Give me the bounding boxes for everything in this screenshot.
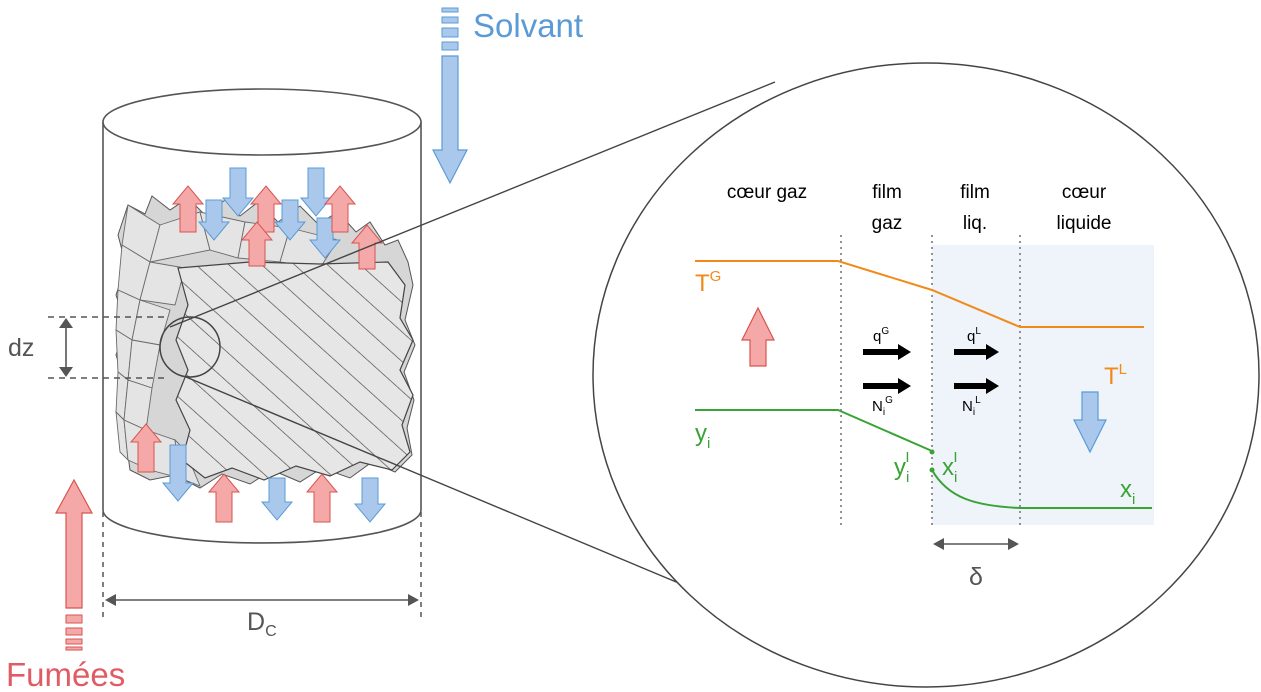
dz-dimension (48, 316, 168, 379)
zone-gas-film-2: gaz (872, 213, 903, 234)
liquid-down-arrow (161, 444, 195, 502)
gas-composition-profile (695, 409, 933, 452)
qL-label: qL (967, 326, 981, 345)
liquid-down-arrow (260, 477, 294, 521)
dz-label: dz (8, 334, 34, 362)
NG-arrow (863, 378, 911, 394)
gas-up-arrow (129, 423, 163, 473)
interface-point-gas (929, 449, 935, 455)
zone-gas-film-1: film (872, 182, 902, 203)
yi-label: yi (695, 420, 710, 452)
liquid-down-arrow (221, 167, 255, 217)
packing-flow-arrows (129, 167, 387, 523)
zone-liq-film-1: film (960, 182, 990, 203)
TL-label: TL (1104, 361, 1127, 390)
delta-dimension (933, 538, 1019, 550)
gas-flow-up-arrow (741, 306, 775, 367)
gas-up-arrow (305, 473, 339, 523)
liquid-down-arrow (299, 167, 333, 217)
gas-up-arrow (207, 473, 241, 523)
yiI-label: yiI (894, 449, 910, 486)
column-bottom-arc (102, 509, 422, 544)
diameter-label: DC (247, 608, 277, 640)
NL-arrow (954, 378, 999, 394)
TG-label: TG (695, 268, 721, 297)
zone-liq-bulk-1: cœur (1062, 182, 1107, 203)
gas-up-arrow (171, 185, 205, 233)
zone-gas-bulk: cœur gaz (727, 182, 807, 203)
zoom-source-circle (159, 316, 221, 378)
gas-up-arrow (249, 185, 283, 233)
interface-point-liquid (929, 467, 935, 473)
zone-liq-film-2: liq. (963, 213, 987, 234)
NL-label: NiL (962, 395, 981, 418)
qG-label: qG (873, 326, 889, 345)
qL-arrow (954, 344, 999, 360)
flue-gas-label: Fumées (6, 656, 125, 692)
column-top-ellipse (102, 88, 422, 156)
packing-hatched-block (175, 261, 414, 481)
flux-arrows (863, 344, 999, 394)
solvent-inlet-arrow (432, 7, 468, 185)
liquid-flow-down-arrow (1073, 391, 1107, 454)
liquid-down-arrow (273, 199, 307, 241)
liquid-composition-profile (931, 469, 1152, 509)
liquid-down-arrow (353, 477, 387, 523)
liquid-down-arrow (197, 199, 231, 241)
xi-label: xi (1120, 476, 1135, 508)
column-cylinder (102, 88, 422, 544)
delta-label: δ (969, 563, 983, 591)
diameter-dimension (102, 512, 422, 618)
flue-gas-inlet-arrow (54, 478, 94, 651)
solvent-label: Solvant (473, 7, 583, 44)
zoom-detail-circle (592, 62, 1260, 688)
packing-structure (115, 195, 416, 489)
temperature-profile (695, 260, 1144, 328)
qG-arrow (863, 344, 911, 360)
film-theory-detail: cœur gaz film gaz film liq. cœur liquide… (592, 62, 1260, 688)
NG-label: NiG (872, 395, 893, 418)
xiI-label: xiI (942, 449, 958, 486)
gas-up-arrow (240, 221, 274, 267)
gas-up-arrow (323, 185, 357, 233)
zone-liq-bulk-2: liquide (1057, 213, 1112, 234)
